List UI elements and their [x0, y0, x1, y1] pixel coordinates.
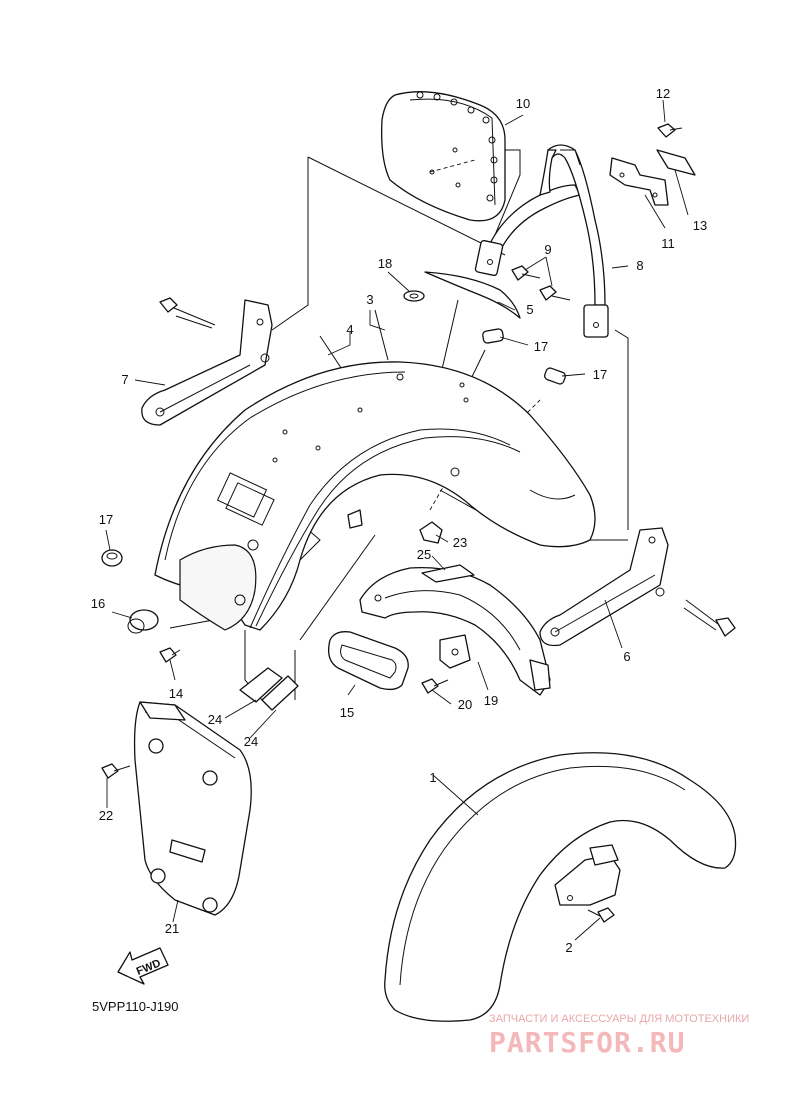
- callout-17-right: 17: [593, 367, 607, 382]
- backrest-bar-part-8: [474, 144, 609, 338]
- bolt-part-14: [159, 647, 181, 663]
- callout-3: 3: [366, 292, 373, 307]
- callout-4: 4: [346, 322, 353, 337]
- stay-right-part-6: [539, 527, 736, 647]
- grommet-part-16: [127, 609, 159, 634]
- callout-25: 25: [417, 547, 431, 562]
- callout-14: 14: [169, 686, 183, 701]
- clip-part-23: [419, 521, 443, 544]
- callout-21: 21: [165, 921, 179, 936]
- callout-23: 23: [453, 535, 467, 550]
- callout-24-right: 24: [244, 734, 258, 749]
- diagram-code: 5VPP110-J190: [92, 999, 179, 1014]
- callout-18: 18: [378, 256, 392, 271]
- watermark: ЗАПЧАСТИ И АКСЕССУАРЫ ДЛЯ МОТОТЕХНИКИ PA…: [489, 1013, 749, 1059]
- callout-16: 16: [91, 596, 105, 611]
- callout-8: 8: [636, 258, 643, 273]
- callout-5: 5: [526, 302, 533, 317]
- callout-13: 13: [693, 218, 707, 233]
- callout-10: 10: [516, 96, 530, 111]
- callout-17-left: 17: [99, 512, 113, 527]
- bolt-part-12: [657, 123, 683, 138]
- watermark-tagline: ЗАПЧАСТИ И АКСЕССУАРЫ ДЛЯ МОТОТЕХНИКИ: [489, 1013, 749, 1025]
- bolt-part-22: [101, 763, 131, 779]
- callout-12: 12: [656, 86, 670, 101]
- bolt-part-2: [587, 907, 615, 923]
- side-panel-part-21: [133, 701, 252, 916]
- bracket-part-11: [609, 157, 669, 206]
- tape-part-24: [239, 667, 299, 711]
- callout-15: 15: [340, 705, 354, 720]
- watermark-brand: PARTSFOR.RU: [489, 1026, 685, 1059]
- stay-left-part-7: [141, 297, 273, 426]
- callout-6: 6: [623, 649, 630, 664]
- callout-19: 19: [484, 693, 498, 708]
- bolt-part-20: [421, 678, 449, 694]
- callout-22: 22: [99, 808, 113, 823]
- fwd-arrow-icon: FWD: [117, 947, 169, 985]
- trim-strip-part-5: [424, 271, 521, 319]
- callout-7: 7: [121, 372, 128, 387]
- inner-fender-part-19: [359, 564, 551, 696]
- rear-fender-part-3: [154, 361, 596, 631]
- callout-labels: 1 2 3 4 5 6 7 8 9 10 11 12 13 14 15 16 1…: [91, 86, 707, 955]
- front-fender-part-1: [384, 752, 737, 1022]
- callout-1: 1: [429, 770, 436, 785]
- washer-part-18: [403, 290, 425, 302]
- bolt-part-9: [511, 265, 571, 301]
- plate-part-13: [656, 149, 696, 176]
- callout-17-top: 17: [534, 339, 548, 354]
- callout-9: 9: [544, 242, 551, 257]
- callout-20: 20: [458, 697, 472, 712]
- grommet-part-17: [101, 328, 566, 567]
- reflector-part-15: [327, 631, 409, 691]
- callout-2: 2: [565, 940, 572, 955]
- backrest-pad-part-10: [381, 91, 506, 222]
- callout-24-left: 24: [208, 712, 222, 727]
- callout-11: 11: [661, 236, 675, 251]
- leader-lines: [105, 99, 689, 941]
